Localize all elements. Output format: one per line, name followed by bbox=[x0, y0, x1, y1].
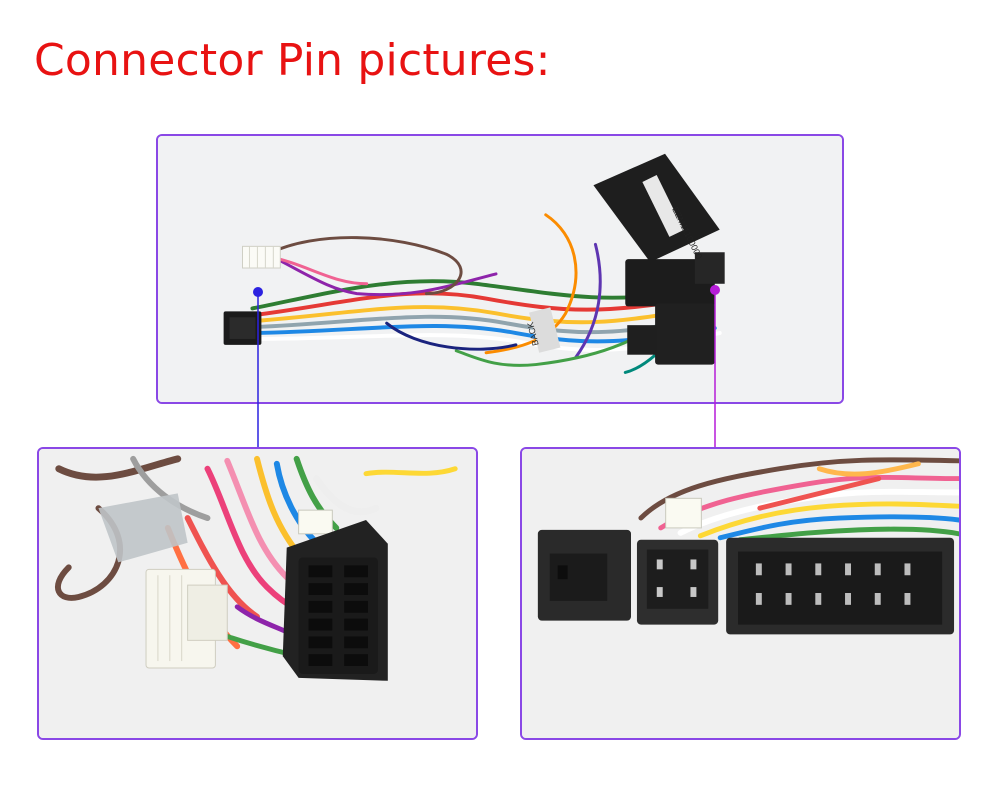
overview-black-plug-left bbox=[223, 311, 262, 345]
right-detail-wires bbox=[638, 457, 959, 543]
car-side-connector-detail-photo bbox=[520, 447, 961, 740]
overview-black-connector-right bbox=[593, 153, 725, 365]
left-detail-tape bbox=[98, 493, 188, 563]
overview-white-plug bbox=[242, 245, 281, 269]
left-detail-small-plug bbox=[298, 509, 333, 535]
left-detail-white-connector bbox=[145, 568, 228, 669]
right-detail-small-plug bbox=[665, 497, 702, 529]
overview-wire-tag: BACK bbox=[525, 307, 561, 353]
iso-connector-illustration bbox=[39, 449, 476, 738]
harness-overview-photo: EZM11100000 BACK bbox=[156, 134, 844, 404]
page-title: Connector Pin pictures: bbox=[34, 35, 551, 86]
harness-overview-illustration: EZM11100000 BACK bbox=[158, 136, 842, 402]
right-detail-plug-three bbox=[726, 537, 955, 635]
right-detail-plug-one bbox=[537, 529, 632, 621]
right-detail-plug-two bbox=[636, 539, 719, 625]
iso-connector-detail-photo bbox=[37, 447, 478, 740]
left-detail-black-connector bbox=[282, 520, 388, 681]
car-side-connector-illustration bbox=[522, 449, 959, 738]
